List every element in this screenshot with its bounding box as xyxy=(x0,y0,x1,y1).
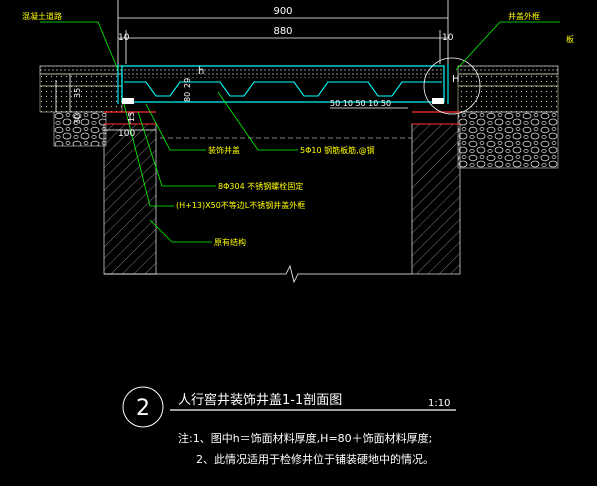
label-wall: 原有结构 xyxy=(214,237,246,247)
dim-80: 80 xyxy=(183,92,192,102)
leader-angle xyxy=(123,103,174,207)
callout-top-left: 混凝土道路 xyxy=(22,11,62,21)
dim-880: 880 xyxy=(273,26,292,37)
title-circle xyxy=(122,386,164,428)
right-mortar-layer xyxy=(457,73,559,87)
label-rebar: 5Φ10 钢筋板筋,@钢 xyxy=(300,145,375,155)
right-paving-layers xyxy=(457,65,559,169)
right-well-wall xyxy=(411,123,461,275)
dim-900: 900 xyxy=(273,6,292,17)
label-well-cover: 装饰井盖 xyxy=(208,145,240,155)
cover-frame xyxy=(121,65,445,103)
right-seat xyxy=(432,98,444,104)
label-bolts: 8Φ304 不锈钢螺栓固定 xyxy=(218,181,303,191)
leaders xyxy=(40,21,560,243)
left-concrete-base xyxy=(39,85,123,113)
note-line-1: 注:1、图中h＝饰面材料厚度,H=80＋饰面材料厚度; xyxy=(178,431,432,445)
right-concrete-base xyxy=(457,85,559,113)
well-walls xyxy=(103,123,461,284)
leader-bolts xyxy=(137,111,216,187)
cover-corrugated-plate xyxy=(124,81,442,97)
dim-10-left: 10 xyxy=(118,33,130,43)
dim-100: 100 xyxy=(118,129,135,139)
dim-H: H xyxy=(452,74,460,85)
right-gravel-base xyxy=(457,111,559,169)
leader-rebar xyxy=(217,91,298,151)
left-mortar-layer xyxy=(39,73,123,87)
title-scale: 1:10 xyxy=(428,398,450,409)
dim-35: 35 xyxy=(73,88,82,98)
dim-10-right: 10 xyxy=(442,33,454,43)
label-angle: (H+13)X50不等边L不锈钢井盖外框 xyxy=(176,200,305,210)
callout-top-right-edge: 板 xyxy=(566,34,574,44)
leader-wall xyxy=(149,219,212,243)
left-paving-surface xyxy=(39,65,123,75)
dim-h: h xyxy=(198,66,204,77)
left-well-wall xyxy=(103,123,157,275)
leader-top-right xyxy=(455,21,560,71)
callout-top-right: 井盖外框 xyxy=(508,11,540,21)
dimensions xyxy=(55,0,449,131)
dim-29: 29 xyxy=(183,78,192,88)
break-line xyxy=(285,264,412,284)
well-cover xyxy=(104,64,460,125)
dim-spacing: 50 10 50 10 50 xyxy=(330,99,391,108)
dim-30: 30 xyxy=(73,114,82,124)
title-block: 2 人行窖井装饰井盖1-1剖面图 1:10 注:1、图中h＝饰面材料厚度,H=8… xyxy=(122,386,456,466)
leader-well-cover xyxy=(145,103,206,151)
dim-13: 13 xyxy=(127,112,136,122)
cover-finish-layer xyxy=(124,68,442,78)
note-line-2: 2、此情况适用于检修井位于铺装硬地中的情况。 xyxy=(196,452,434,466)
left-seat xyxy=(122,98,134,104)
leader-top-left xyxy=(40,21,119,71)
detail-circle xyxy=(423,57,481,115)
title-number: 2 xyxy=(136,396,150,421)
title-text: 人行窖井装饰井盖1-1剖面图 xyxy=(178,392,342,408)
